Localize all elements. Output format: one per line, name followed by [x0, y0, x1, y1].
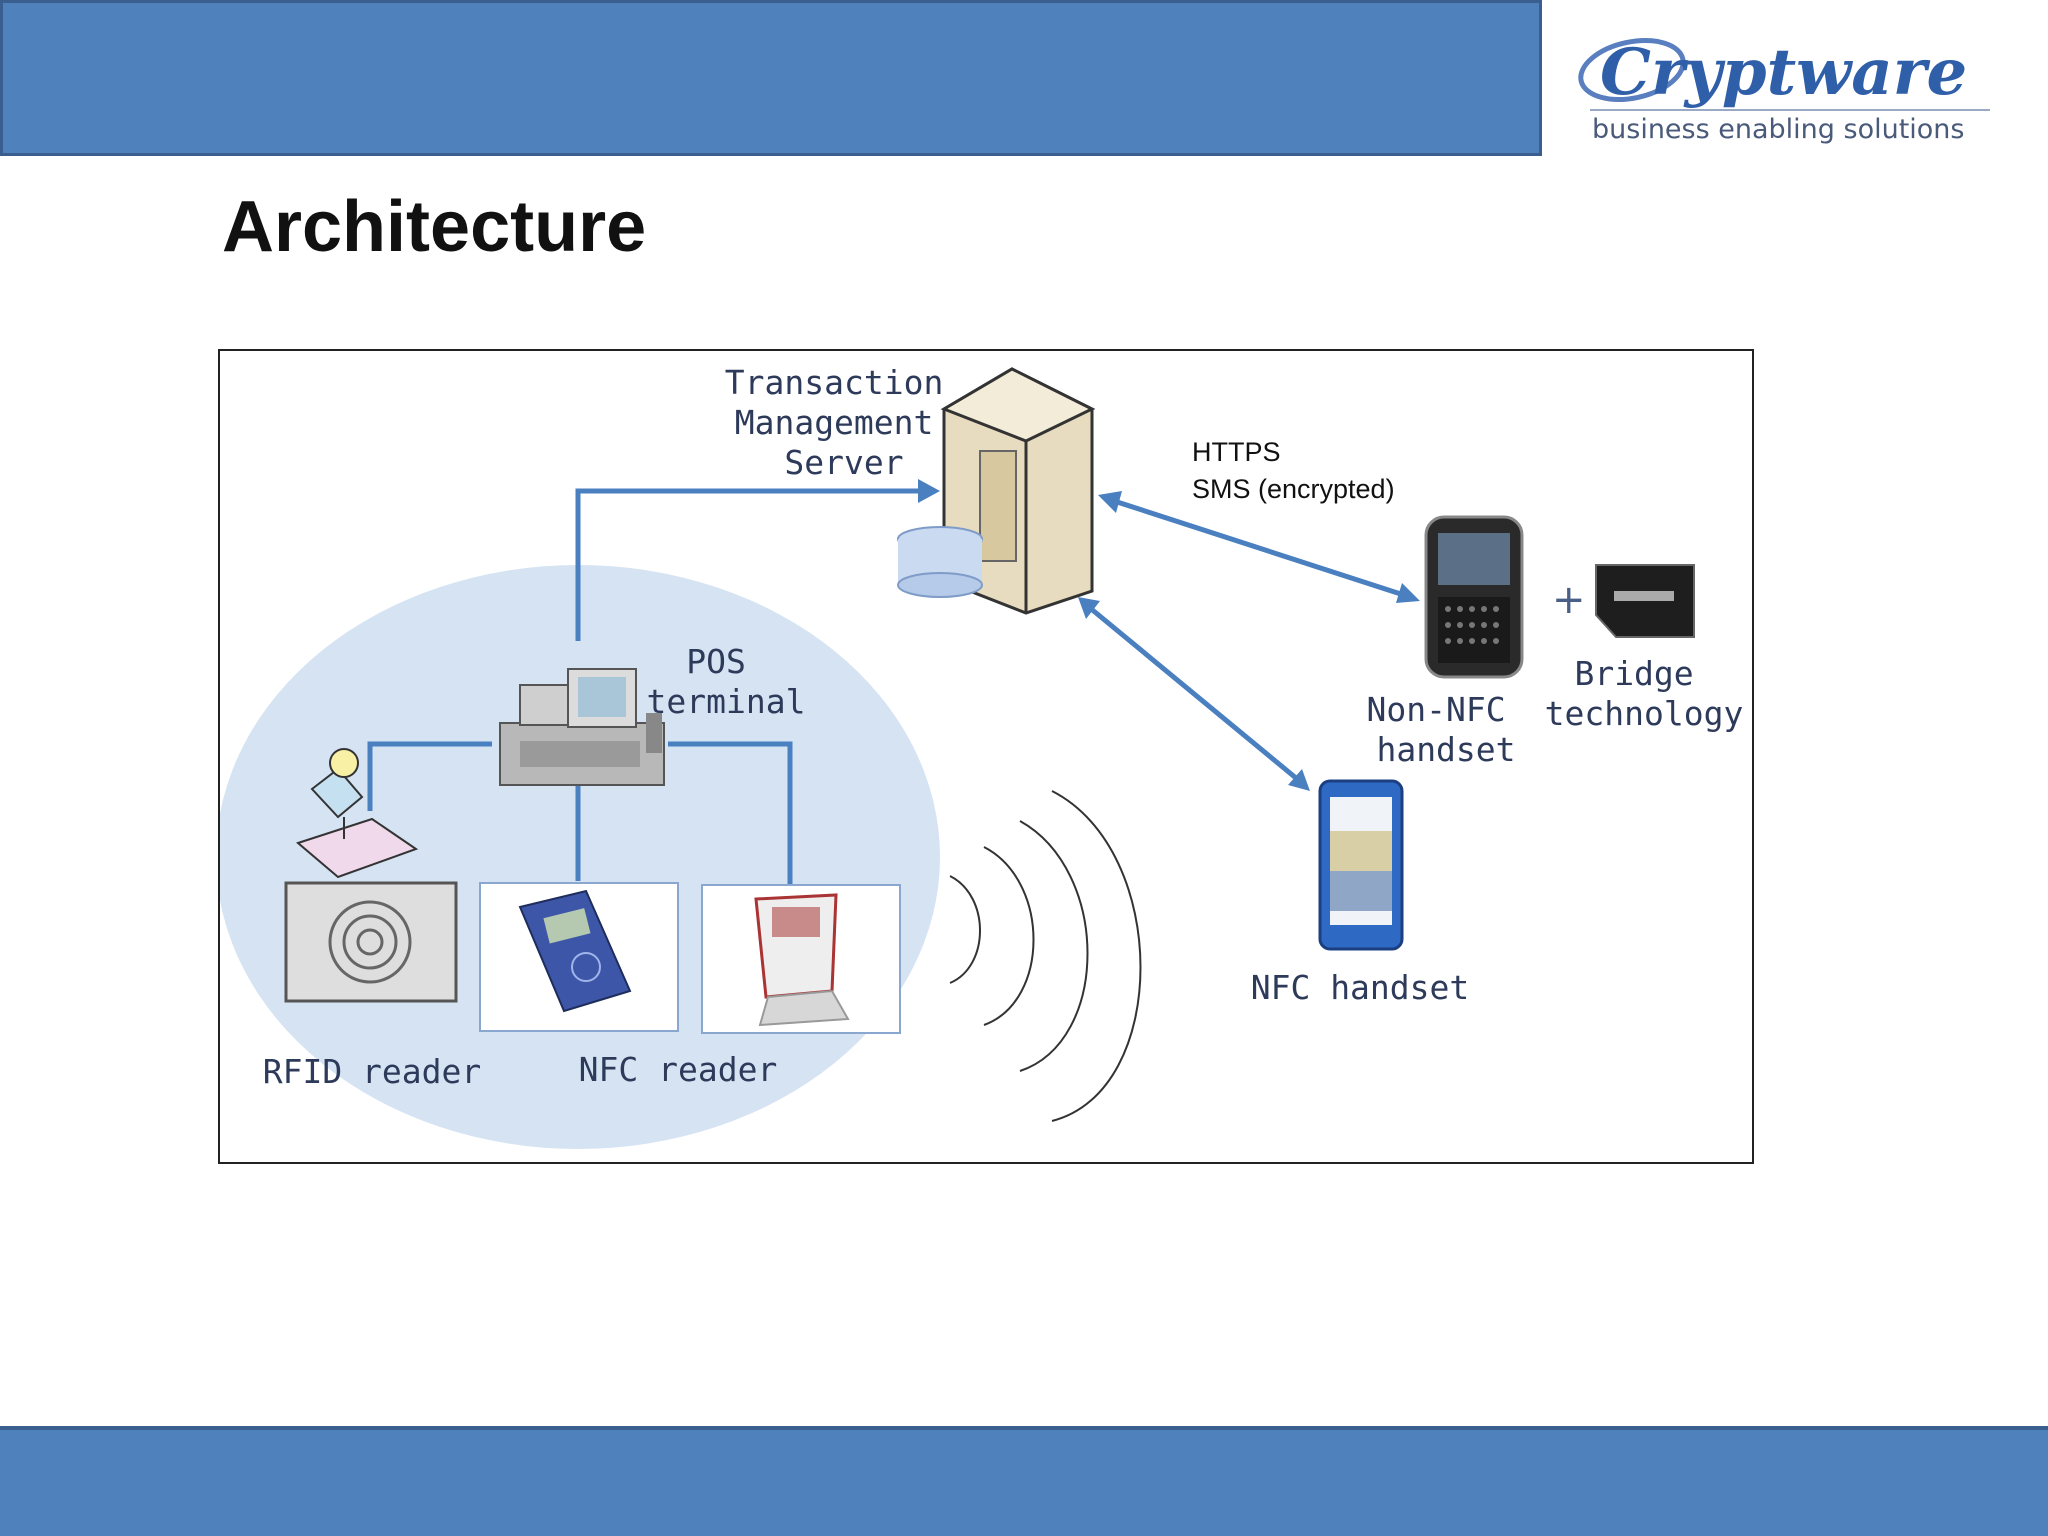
shopper-icon	[295, 748, 419, 879]
server-icon	[897, 367, 1096, 615]
nfc-reader-label: NFC reader	[579, 1050, 778, 1089]
pos-label: POS terminal	[647, 642, 806, 721]
rfid-reader-icon	[284, 881, 458, 1003]
nfc-reader-icon-1	[479, 882, 679, 1032]
logo-tagline: business enabling solutions	[1592, 114, 1965, 145]
bottom-banner	[0, 1426, 2048, 1536]
bridge-card-icon	[1595, 564, 1695, 638]
nfc-handset-icon	[1318, 779, 1404, 951]
architecture-diagram: Transaction Management Server HTTPS SMS …	[218, 349, 1754, 1164]
top-banner	[0, 0, 1542, 156]
page-title: Architecture	[222, 187, 647, 267]
pos-terminal-icon	[499, 668, 665, 786]
rfid-label: RFID reader	[263, 1052, 482, 1091]
plus-sign: +	[1552, 577, 1586, 623]
logo-text: Cryptware	[1600, 35, 1967, 110]
protocol-label: HTTPS SMS (encrypted)	[1192, 437, 1395, 504]
nfc-reader-icon-2	[701, 884, 901, 1034]
bridge-label: Bridge technology	[1545, 654, 1744, 733]
arrowheads	[918, 479, 1420, 791]
non-nfc-handset-icon	[1424, 515, 1524, 679]
wireless-signal-icon	[949, 790, 1142, 1122]
cryptware-logo: Cryptware business enabling solutions	[1570, 20, 2010, 150]
server-label: Transaction Management Server	[725, 363, 963, 482]
nfc-handset-label: NFC handset	[1251, 968, 1470, 1007]
non-nfc-label: Non-NFC handset	[1367, 690, 1526, 769]
connector-lines	[367, 488, 1411, 889]
